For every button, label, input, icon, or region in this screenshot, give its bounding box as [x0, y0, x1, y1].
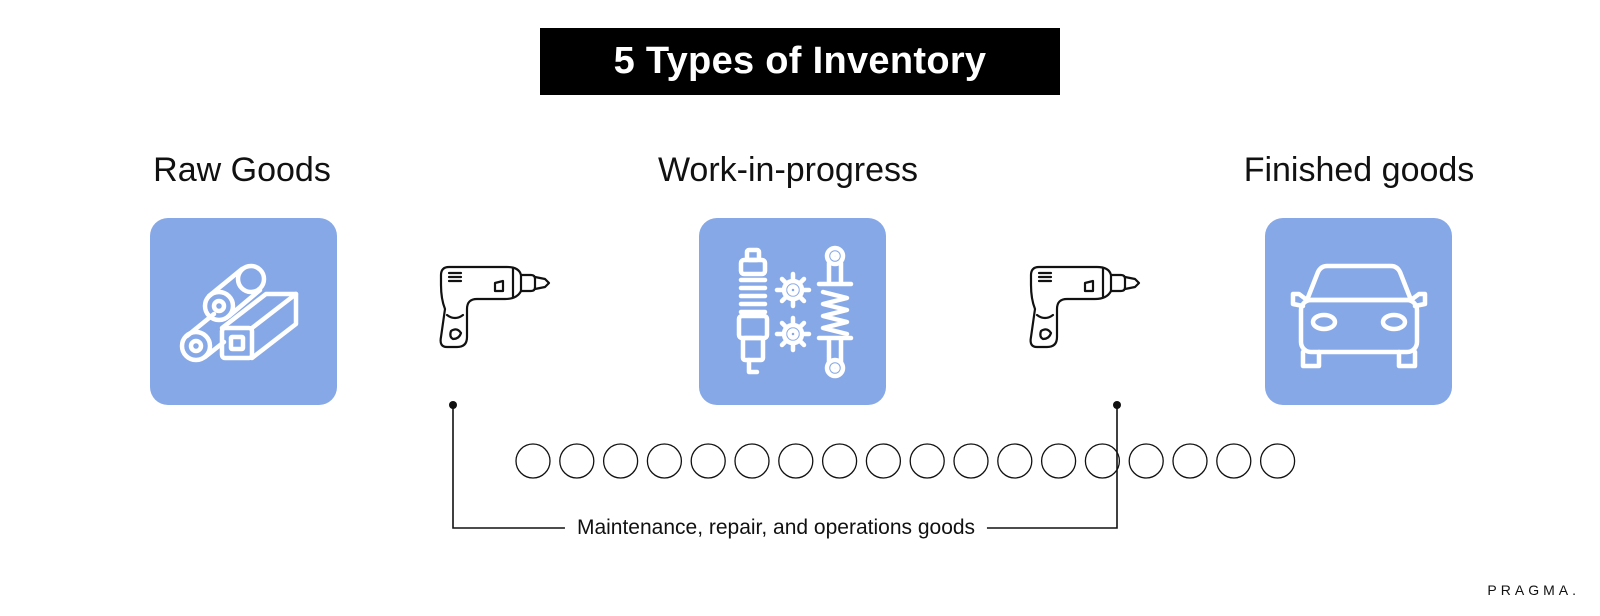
conveyor-roller: [821, 443, 858, 479]
conveyor-roller: [1128, 443, 1164, 479]
conveyor-roller: [909, 443, 945, 479]
mro-label: Maintenance, repair, and operations good…: [564, 516, 988, 540]
conveyor-roller: [515, 443, 551, 479]
stage-label-finished-goods: Finished goods: [1243, 151, 1475, 189]
brand-logo: PRAGMA.: [1487, 582, 1580, 598]
drill-icon-left: [439, 265, 551, 349]
stage-label-work-in-progress: Work-in-progress: [657, 151, 919, 189]
conveyor-roller: [997, 443, 1033, 479]
conveyor-roller: [953, 443, 989, 479]
conveyor-roller: [734, 443, 770, 479]
conveyor-roller: [1040, 443, 1077, 479]
parts-and-gears-icon: [736, 245, 853, 378]
left-bracket-line: [452, 405, 600, 529]
finished-goods-tile: [1265, 218, 1452, 405]
conveyor-roller: [1172, 443, 1208, 479]
car-icon: [1290, 263, 1427, 368]
conveyor-roller: [1084, 443, 1121, 479]
conveyor-roller: [1259, 443, 1296, 479]
drill-icon-right: [1029, 265, 1141, 349]
conveyor-roller: [646, 443, 683, 479]
conveyor-roller: [778, 443, 814, 479]
right-bracket-line: [960, 405, 1118, 529]
title-banner: 5 Types of Inventory: [540, 28, 1060, 95]
conveyor-roller: [690, 443, 726, 479]
conveyor-roller: [1216, 443, 1252, 479]
conveyor-rollers: [515, 443, 1296, 479]
conveyor-roller: [559, 443, 595, 479]
raw-materials-icon: [179, 263, 298, 362]
diagram-title: 5 Types of Inventory: [613, 40, 987, 82]
conveyor-roller: [865, 443, 902, 479]
conveyor-roller: [602, 443, 639, 479]
stage-label-raw-goods: Raw Goods: [153, 151, 331, 189]
work-in-progress-tile: [699, 218, 886, 405]
raw-goods-tile: [150, 218, 337, 405]
